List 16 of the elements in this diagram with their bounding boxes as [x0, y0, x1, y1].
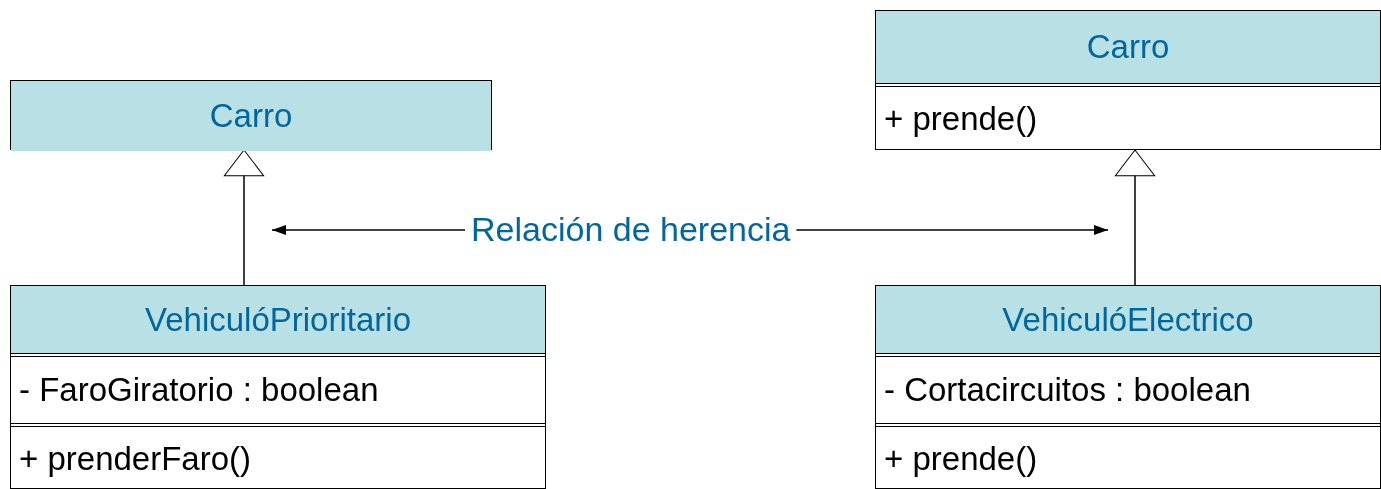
attribute-text: - FaroGiratorio : boolean	[11, 353, 545, 423]
class-name: Carro	[11, 81, 491, 151]
inheritance-arrow	[223, 149, 265, 286]
inheritance-arrow	[1114, 149, 1156, 286]
class-name: VehiculóElectrico	[876, 286, 1380, 353]
attribute-text: - Cortacircuitos : boolean	[876, 353, 1380, 423]
class-box	[10, 285, 546, 489]
method-text: + prende()	[876, 83, 1380, 151]
method-text: + prende()	[876, 423, 1380, 489]
class-box	[875, 285, 1381, 489]
class-name: VehiculóPrioritario	[11, 286, 545, 353]
method-text: + prenderFaro()	[11, 423, 545, 489]
leader-arrow	[795, 225, 1109, 235]
class-box	[875, 10, 1381, 150]
class-name: Carro	[876, 11, 1380, 83]
leader-arrow	[271, 225, 466, 235]
